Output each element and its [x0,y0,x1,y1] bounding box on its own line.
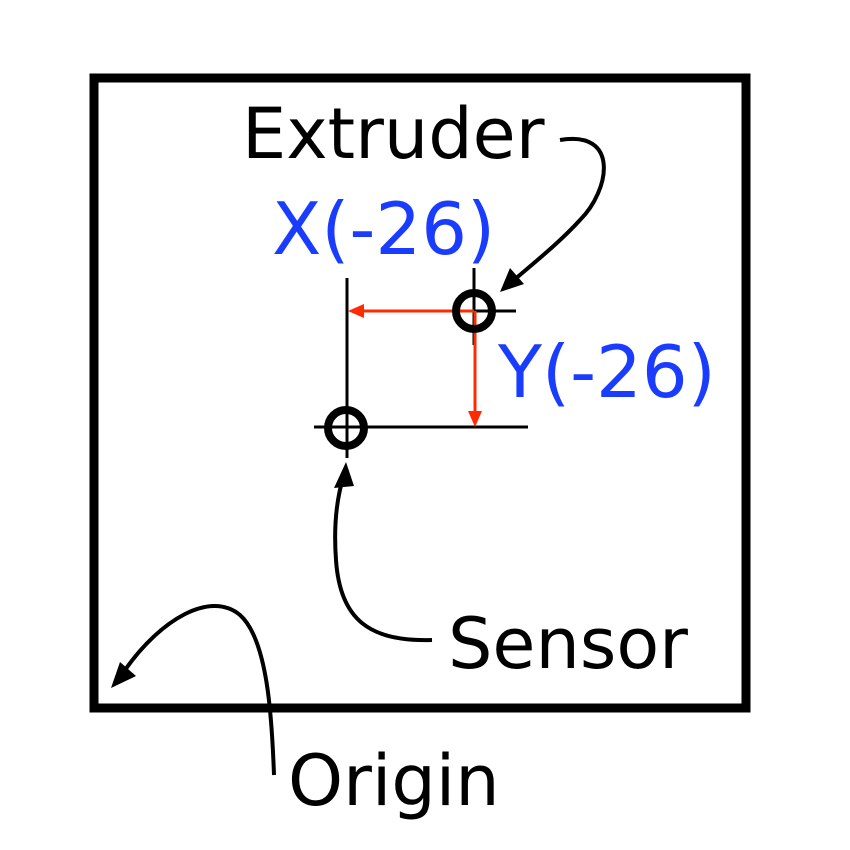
sensor-arrowhead-icon [334,462,354,488]
extruder-label: Extruder [242,93,545,175]
sensor-callout-arrow [333,477,433,643]
extruder-callout-arrow [512,136,606,282]
y-offset-label: Y(-26) [497,330,716,414]
extruder-nozzle-marker [452,289,496,333]
x-offset-label: X(-26) [272,187,495,271]
origin-arrowhead-icon [111,662,136,688]
sensor-probe-marker [324,406,368,450]
print-bed-outline [89,73,751,713]
sensor-label: Sensor [448,603,688,685]
extruder-arrowhead-icon [500,268,524,292]
origin-callout-arrow [123,604,276,776]
origin-label: Origin [288,740,500,822]
